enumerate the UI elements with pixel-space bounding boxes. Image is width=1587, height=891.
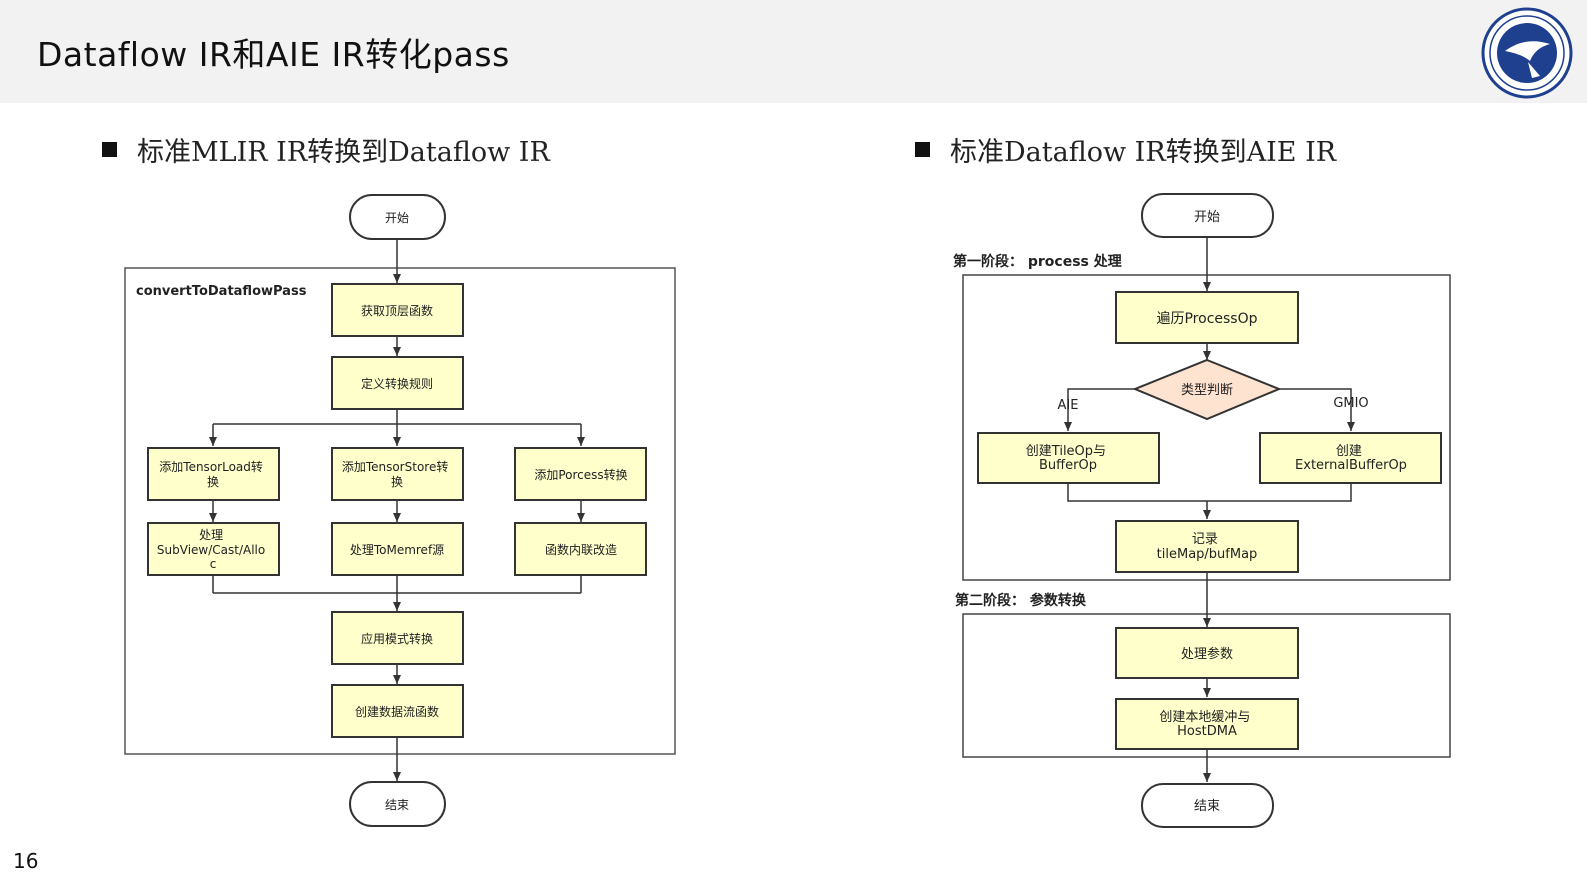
left-heading-text: 标准MLIR IR转换到Dataflow IR (137, 137, 550, 168)
right-heading: 标准Dataflow IR转换到AIE IR (915, 130, 1336, 169)
right-aie-label: AIE (1058, 398, 1079, 413)
right-heading-text: 标准Dataflow IR转换到AIE IR (950, 137, 1337, 168)
right-record-maps-text: 记录 tileMap/bufMap (1157, 532, 1258, 562)
bullet-square-icon (102, 142, 117, 157)
right-start-text: 开始 (1194, 210, 1220, 225)
right-phase2-label: 第二阶段： 参数转换 (955, 592, 1087, 609)
right-create-external-line2: ExternalBufferOp (1295, 458, 1407, 473)
left-branch3-porcess-text: 添加Porcess转换 (534, 467, 627, 482)
left-end-node (349, 781, 446, 827)
left-branch1-subview-text: 处理 SubView/Cast/Allo c (157, 528, 269, 571)
left-branch1b-line3: c (210, 557, 217, 571)
right-create-external-line1: 创建 (1336, 444, 1362, 459)
right-create-local-line2: HostDMA (1177, 724, 1237, 739)
right-create-tileop-text: 创建TileOp与 BufferOp (1026, 444, 1110, 473)
left-container-label: convertToDataflowPass (136, 284, 307, 299)
right-create-tileop (977, 432, 1160, 484)
right-decision-type (1132, 358, 1282, 421)
right-end-node (1141, 783, 1274, 828)
left-container (124, 267, 676, 755)
left-step-get-top-func-text: 获取顶层函数 (361, 303, 433, 318)
left-branch2-line2: 换 (391, 475, 403, 489)
right-end-text: 结束 (1194, 799, 1220, 814)
left-branch2-tomemref-text: 处理ToMemref源 (350, 543, 444, 557)
right-create-local-buffer (1115, 698, 1299, 750)
right-create-tileop-line1: 创建TileOp与 (1026, 444, 1106, 459)
right-create-external-buffer-text: 创建 ExternalBufferOp (1295, 444, 1407, 473)
left-end-text: 结束 (385, 798, 409, 812)
left-step-define-rules (331, 356, 464, 410)
right-gmio-label: GMIO (1333, 396, 1368, 411)
left-step-define-rules-text: 定义转换规则 (361, 376, 433, 391)
left-heading: 标准MLIR IR转换到Dataflow IR (102, 130, 550, 169)
left-branch3-inline-text: 函数内联改造 (545, 542, 617, 557)
right-iterate-text: 遍历ProcessOp (1156, 311, 1257, 327)
left-branch3-porcess (514, 447, 647, 501)
right-decision-text: 类型判断 (1181, 383, 1233, 398)
left-branch2-line1: 添加TensorStore转 (342, 459, 449, 474)
right-handle-params (1115, 627, 1299, 679)
slide-title: Dataflow IR和AIE IR转化pass (37, 35, 510, 74)
left-step-apply-pattern-text: 应用模式转换 (361, 631, 433, 646)
right-record-line1: 记录 (1192, 532, 1218, 547)
bullet-square-icon (915, 142, 930, 157)
left-branch1b-line1: 处理 (199, 528, 223, 542)
left-branch1-tensorload-text: 添加TensorLoad转 换 (159, 459, 266, 489)
left-step-apply-pattern (331, 611, 464, 665)
left-branch1-subview (147, 522, 280, 576)
left-branch1-line2: 换 (207, 475, 219, 489)
left-step-create-dataflow-text: 创建数据流函数 (355, 704, 439, 719)
slide-header (0, 0, 1587, 103)
right-record-line2: tileMap/bufMap (1157, 547, 1258, 562)
left-branch1-line1: 添加TensorLoad转 (159, 459, 263, 474)
right-create-tileop-line2: BufferOp (1039, 458, 1097, 473)
right-phase1-label: 第一阶段： process 处理 (953, 253, 1122, 270)
right-handle-params-text: 处理参数 (1181, 646, 1233, 662)
left-branch2-tensorstore (331, 447, 464, 501)
left-start-text: 开始 (385, 211, 409, 225)
right-iterate-processop (1115, 291, 1299, 344)
left-branch2-tomemref (331, 522, 464, 576)
right-create-local-line1: 创建本地缓冲与 (1159, 710, 1250, 725)
left-branch1b-line2: SubView/Cast/Allo (157, 543, 265, 557)
right-create-local-buffer-text: 创建本地缓冲与 HostDMA (1159, 710, 1254, 739)
university-logo (1481, 7, 1573, 99)
left-branch2-tensorstore-text: 添加TensorStore转 换 (342, 459, 452, 489)
page-number: 16 (13, 849, 39, 873)
